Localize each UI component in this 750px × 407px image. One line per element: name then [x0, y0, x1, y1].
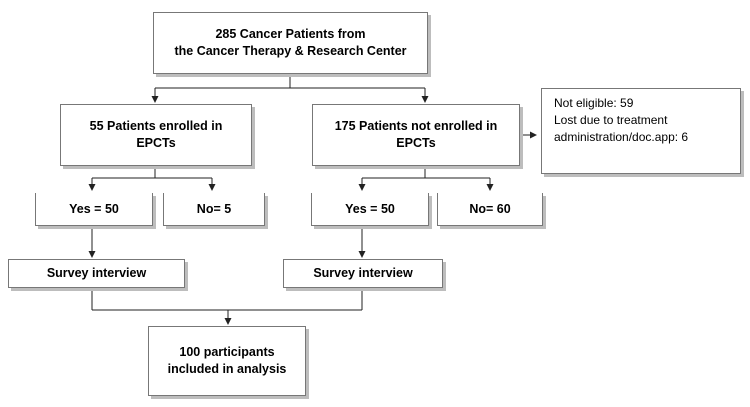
enrolled-box: 55 Patients enrolled in EPCTs: [60, 104, 252, 166]
not-enrolled-yes-text: Yes = 50: [345, 201, 395, 216]
not-enrolled-no-text: No= 60: [469, 201, 511, 216]
enrolled-no-text: No= 5: [196, 201, 232, 216]
not-enrolled-box: 175 Patients not enrolled in EPCTs: [312, 104, 520, 166]
enrolled-yes-box: Yes = 50: [35, 193, 153, 226]
exclusion-note: Not eligible: 59 Lost due to treatment a…: [541, 88, 741, 174]
survey-left-text: Survey interview: [46, 266, 147, 280]
enrolled-no-box: No= 5: [163, 193, 265, 226]
final-box: 100 participants included in analysis: [148, 326, 306, 396]
source-box-text: 285 Cancer Patients from the Cancer Ther…: [174, 27, 407, 58]
not-enrolled-no-box: No= 60: [437, 193, 543, 226]
exclusion-note-line1: Not eligible: 59: [554, 96, 634, 110]
final-box-text: 100 participants included in analysis: [167, 345, 287, 376]
not-enrolled-yes-box: Yes = 50: [311, 193, 429, 226]
exclusion-note-line3: administration/doc.app: 6: [554, 130, 689, 144]
not-enrolled-box-text: 175 Patients not enrolled in EPCTs: [334, 119, 498, 150]
survey-right-text: Survey interview: [313, 266, 413, 280]
exclusion-note-line2: Lost due to treatment: [554, 113, 668, 127]
survey-right-box: Survey interview: [283, 259, 443, 288]
source-box: 285 Cancer Patients from the Cancer Ther…: [153, 12, 428, 74]
enrolled-box-text: 55 Patients enrolled in EPCTs: [89, 119, 223, 150]
survey-left-box: Survey interview: [8, 259, 185, 288]
enrolled-yes-text: Yes = 50: [69, 201, 119, 216]
